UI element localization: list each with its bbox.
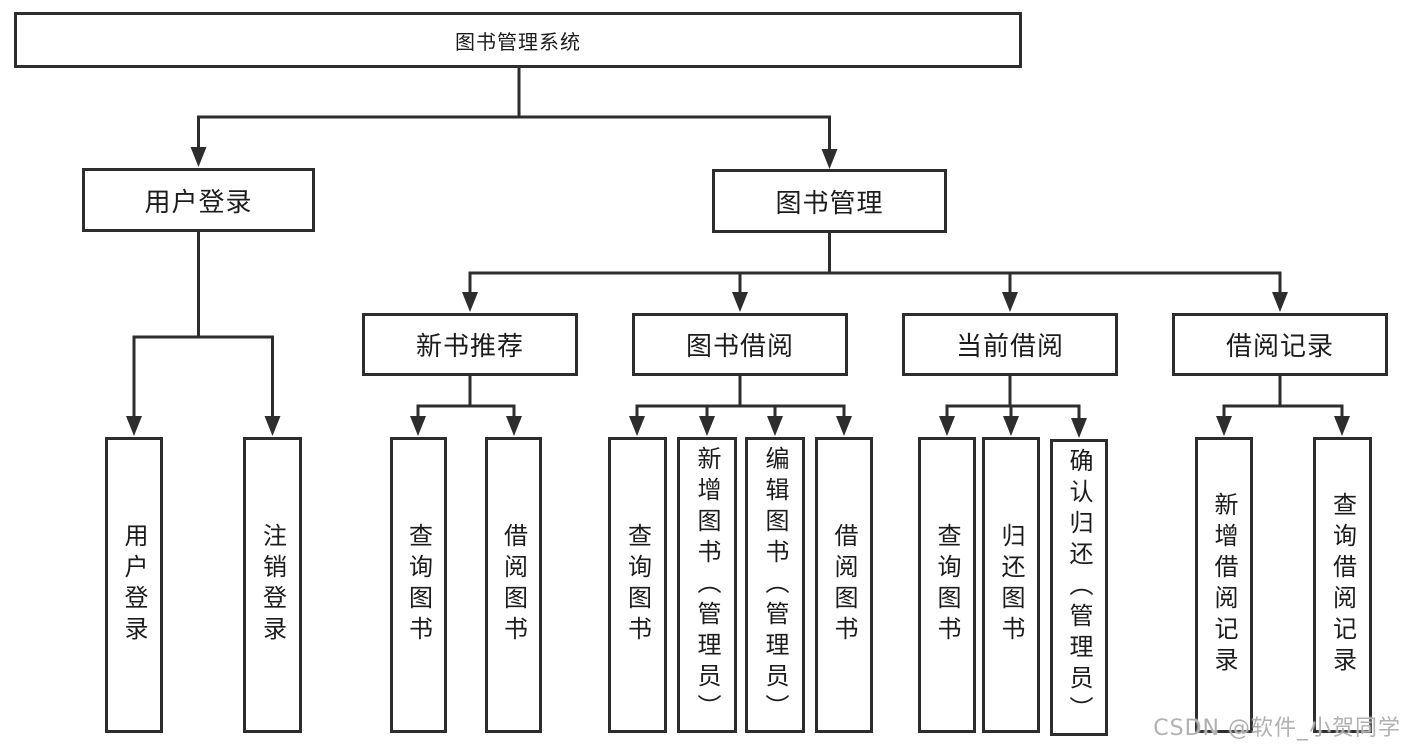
node-new-book-recommendation: 新书推荐 [362, 313, 578, 376]
node-label: 新书推荐 [415, 332, 524, 362]
node-label: 图书管理 [775, 188, 884, 219]
node-label: 用户登录 [144, 187, 253, 218]
leaf-user-login: 用户登录 [105, 437, 163, 733]
leaf-search-borrow-record: 查询借阅记录 [1313, 437, 1372, 733]
leaf-label: 借阅图书 [830, 523, 858, 647]
leaf-label: 新增借阅记录 [1210, 492, 1238, 678]
leaf-confirm-return-admin: 确认归还（管理员） [1050, 439, 1108, 736]
leaf-label: 确认归还（管理员） [1065, 448, 1093, 727]
node-borrowing-records: 借阅记录 [1172, 313, 1388, 376]
leaf-borrow-books-recommend: 借阅图书 [485, 437, 542, 733]
node-label: 图书借阅 [685, 332, 794, 362]
leaf-borrow-books-borrowing: 借阅图书 [815, 437, 873, 733]
leaf-search-books-current: 查询图书 [918, 437, 976, 733]
leaf-add-borrow-record: 新增借阅记录 [1195, 437, 1253, 733]
leaf-label: 查询借阅记录 [1328, 492, 1357, 678]
node-label: 当前借阅 [955, 332, 1064, 362]
node-book-borrowing: 图书借阅 [632, 313, 848, 376]
node-label: 图书管理系统 [455, 29, 581, 54]
leaf-logout: 注销登录 [243, 437, 302, 733]
node-book-management: 图书管理 [712, 169, 947, 233]
arrowheads [126, 147, 1350, 438]
node-user-login: 用户登录 [82, 168, 315, 232]
leaf-label: 查询图书 [623, 523, 652, 647]
leaf-label: 归还图书 [997, 523, 1025, 647]
leaf-label: 新增图书（管理员） [693, 445, 721, 725]
leaf-search-books-borrowing: 查询图书 [608, 437, 667, 733]
leaf-label: 用户登录 [120, 523, 148, 647]
node-current-borrowing: 当前借阅 [902, 313, 1118, 376]
csdn-watermark: CSDN @软件_小贺同学 [1153, 716, 1401, 741]
node-label: 借阅记录 [1225, 332, 1334, 362]
leaf-label: 借阅图书 [499, 523, 528, 647]
node-library-system: 图书管理系统 [14, 12, 1022, 68]
leaf-label: 编辑图书（管理员） [761, 445, 789, 725]
leaf-return-book: 归还图书 [982, 437, 1040, 733]
leaf-add-book-admin: 新增图书（管理员） [677, 437, 737, 733]
leaf-label: 查询图书 [404, 523, 433, 647]
leaf-edit-book-admin: 编辑图书（管理员） [745, 437, 805, 733]
leaf-label: 查询图书 [933, 523, 961, 647]
leaf-search-books-recommend: 查询图书 [390, 437, 447, 733]
leaf-label: 注销登录 [258, 523, 287, 647]
